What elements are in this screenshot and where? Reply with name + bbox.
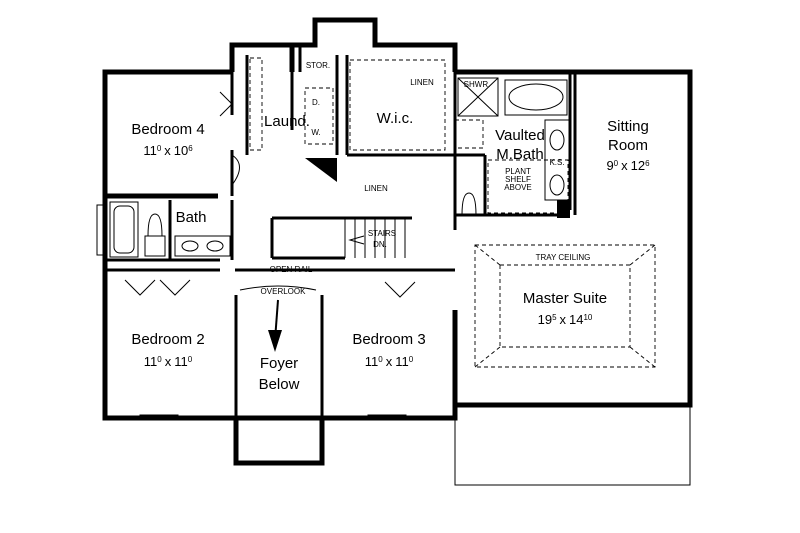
walk-in-closet-label: W.i.c. [377, 110, 414, 127]
overlook-label: OVERLOOK [261, 287, 307, 296]
fixtures [109, 77, 571, 258]
overlook-arrow [268, 299, 282, 352]
windows [96, 69, 693, 420]
laundry-label: Laund. [264, 113, 310, 130]
tray-ceiling-label: TRAY CEILING [536, 253, 591, 262]
closets [249, 57, 569, 214]
doors [124, 91, 416, 298]
room-label: Room [608, 137, 648, 154]
bedroom-4-label: Bedroom 4 [131, 121, 204, 138]
porch-outline [454, 404, 691, 486]
shower-label: SHWR. [464, 80, 491, 89]
down-label: DN. [373, 240, 387, 249]
master-suite-label: Master Suite [523, 290, 607, 307]
foyer-label: Foyer [260, 355, 298, 372]
hall-linen-label: LINEN [364, 184, 388, 193]
linen-closet-label: LINEN [410, 78, 434, 87]
solid-fills [305, 158, 570, 218]
sitting-label: Sitting [607, 118, 649, 135]
shelf-label: SHELF [505, 175, 531, 184]
open-rail-label: OPEN RAIL [270, 265, 313, 274]
stairs-label: STAIRS [368, 229, 396, 238]
dryer-label: D. [312, 98, 320, 107]
washer-label: W. [311, 128, 320, 137]
bedroom-2-label: Bedroom 2 [131, 331, 204, 348]
master-bath-label: M.Bath [496, 146, 544, 163]
storage-label: STOR. [306, 61, 330, 70]
vaulted-label: Vaulted [495, 127, 545, 144]
knee-space-label: K.S. [549, 158, 564, 167]
stairs-treads [344, 218, 406, 258]
above-label: ABOVE [504, 183, 532, 192]
bath-label: Bath [176, 209, 207, 226]
tray-ceiling [474, 244, 656, 368]
below-label: Below [259, 376, 300, 393]
plant-label: PLANT [505, 167, 531, 176]
bedroom-3-label: Bedroom 3 [352, 331, 425, 348]
